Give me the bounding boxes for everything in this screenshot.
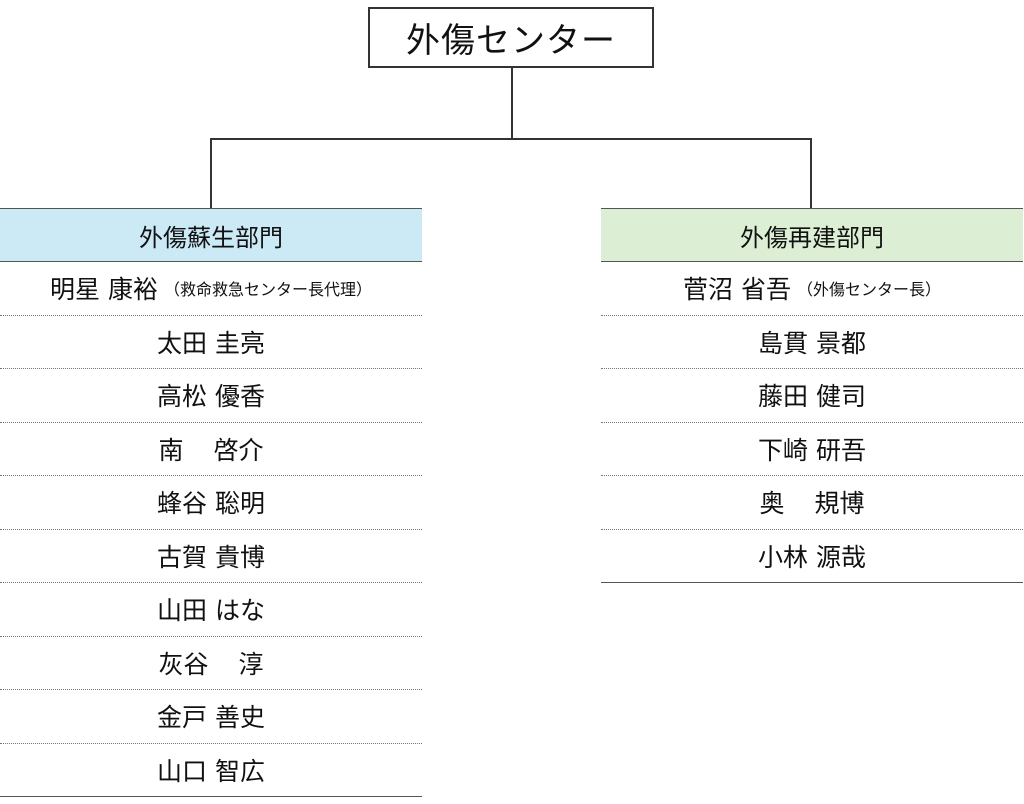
member-given-name: 優香 <box>215 382 266 412</box>
department-reconstruction: 外傷再建部門 菅沼省吾（外傷センター長）島貫景都藤田健司下崎研吾奥規博小林源哉 <box>601 208 1023 583</box>
member-row: 小林源哉 <box>601 530 1023 583</box>
member-surname: 島貫 <box>757 328 808 358</box>
member-surname: 下崎 <box>757 435 808 465</box>
member-row: 蜂谷聡明 <box>0 476 422 530</box>
member-surname: 灰谷 <box>158 649 209 679</box>
member-given-name: 圭亮 <box>215 328 266 358</box>
member-role: （救命救急センター長代理） <box>164 280 373 300</box>
member-given-name: 康裕 <box>107 275 158 305</box>
member-row: 太田圭亮 <box>0 316 422 369</box>
member-given-name: 淳 <box>238 649 264 679</box>
member-given-name: 啓介 <box>213 435 264 465</box>
member-given-name: 研吾 <box>816 435 867 465</box>
member-given-name: 景都 <box>816 328 867 358</box>
member-surname: 南 <box>158 435 184 465</box>
root-box: 外傷センター <box>368 7 654 68</box>
member-row: 島貫景都 <box>601 316 1023 369</box>
member-row: 古賀貴博 <box>0 530 422 583</box>
member-given-name: 貴博 <box>215 542 266 572</box>
member-row: 明星康裕 （救命救急センター長代理） <box>0 262 422 316</box>
department-resuscitation: 外傷蘇生部門 明星康裕（救命救急センター長代理）太田圭亮高松優香南啓介蜂谷聡明古… <box>0 208 422 797</box>
member-given-name: 善史 <box>215 703 266 733</box>
member-role: （外傷センター長） <box>797 280 942 300</box>
member-row: 高松優香 <box>0 369 422 423</box>
member-surname: 奥 <box>759 489 785 519</box>
member-row: 金戸善史 <box>0 690 422 744</box>
department-name: 外傷再建部門 <box>740 223 884 252</box>
member-surname: 古賀 <box>156 542 207 572</box>
member-row: 灰谷淳 <box>0 637 422 690</box>
member-surname: 山田 <box>156 596 207 626</box>
member-row: 山口智広 <box>0 744 422 797</box>
member-given-name: はな <box>215 596 266 626</box>
member-row: 南啓介 <box>0 423 422 476</box>
member-given-name: 源哉 <box>816 542 867 572</box>
member-given-name: 聡明 <box>215 489 266 519</box>
member-row: 菅沼省吾 （外傷センター長） <box>601 262 1023 316</box>
member-surname: 蜂谷 <box>156 489 207 519</box>
member-surname: 高松 <box>156 382 207 412</box>
department-name: 外傷蘇生部門 <box>139 223 283 252</box>
member-row: 奥規博 <box>601 476 1023 530</box>
member-row: 山田はな <box>0 583 422 637</box>
department-header: 外傷再建部門 <box>601 208 1023 262</box>
member-surname: 金戸 <box>156 703 207 733</box>
department-header: 外傷蘇生部門 <box>0 208 422 262</box>
root-title: 外傷センター <box>406 21 616 61</box>
member-surname: 菅沼 <box>682 275 733 305</box>
member-given-name: 智広 <box>215 756 266 786</box>
member-given-name: 省吾 <box>740 275 791 305</box>
member-row: 下崎研吾 <box>601 423 1023 476</box>
member-list: 明星康裕（救命救急センター長代理）太田圭亮高松優香南啓介蜂谷聡明古賀貴博山田はな… <box>0 262 422 797</box>
member-surname: 太田 <box>156 328 207 358</box>
member-surname: 小林 <box>757 542 808 572</box>
member-surname: 明星 <box>49 275 100 305</box>
member-row: 藤田健司 <box>601 369 1023 423</box>
member-given-name: 規博 <box>814 489 865 519</box>
member-list: 菅沼省吾（外傷センター長）島貫景都藤田健司下崎研吾奥規博小林源哉 <box>601 262 1023 583</box>
member-surname: 山口 <box>156 756 207 786</box>
member-surname: 藤田 <box>757 382 808 412</box>
member-given-name: 健司 <box>816 382 867 412</box>
